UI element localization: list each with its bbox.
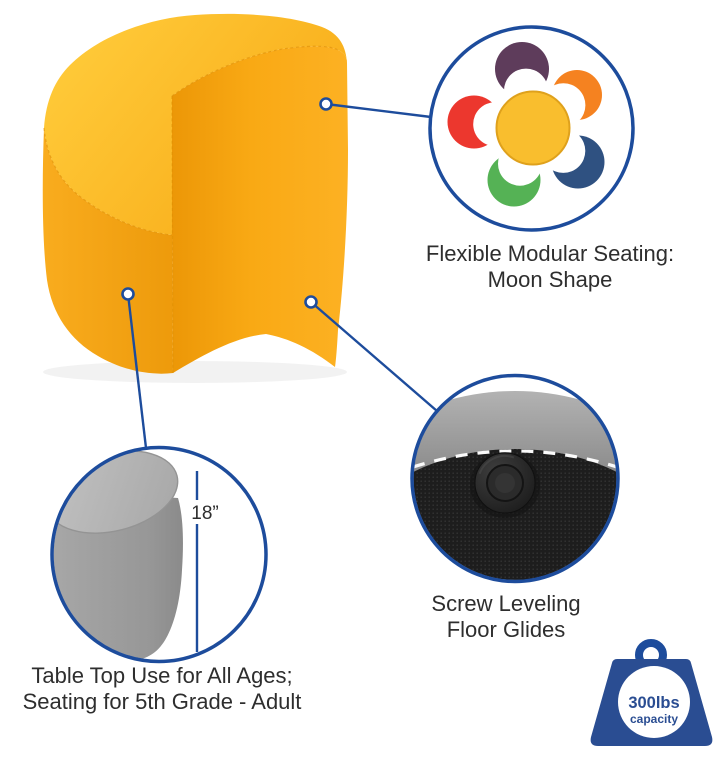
seam-front-vertical: [171, 95, 174, 374]
gray-seat-photo: [53, 450, 183, 660]
glide-highlight: [477, 455, 533, 511]
glide-center: [495, 473, 515, 493]
caption-line: Table Top Use for All Ages;: [31, 663, 293, 688]
moon-seat-top: [44, 13, 347, 236]
leader-line-glides: [310, 301, 438, 412]
callout-dots: [121, 97, 333, 309]
glides-feature-ring: [410, 373, 620, 584]
flower-center: [495, 90, 571, 166]
leader-line-height: [126, 293, 148, 449]
caption-line: Flexible Modular Seating:: [425, 241, 675, 266]
badge-value: 300lbs: [628, 694, 679, 712]
ground-shadow: [43, 361, 347, 383]
stitch-line: [413, 449, 617, 469]
gray-seat-side: [53, 490, 183, 660]
weight-capacity-icon: 300lbs capacity: [590, 639, 713, 746]
modular-flower-icon: [447, 42, 605, 207]
caption-modular-seating: Flexible Modular Seating: Moon Shape: [390, 241, 710, 293]
caption-table-top-use: Table Top Use for All Ages; Seating for …: [6, 663, 318, 715]
callout-dot: [121, 287, 135, 301]
caption-line: Floor Glides: [446, 617, 566, 642]
height-feature-ring: [50, 445, 268, 664]
seam-top-bite: [171, 45, 339, 97]
badge-label-disc: [618, 666, 690, 738]
moon-seat-left-side: [42, 128, 174, 374]
callout-dot: [304, 295, 318, 309]
seat-bottom-mesh: [413, 449, 617, 580]
moon-seat-product: [42, 13, 348, 383]
caption-line: Moon Shape: [487, 267, 613, 292]
modular-flower-feature: [428, 25, 635, 232]
badge-unit: capacity: [630, 712, 678, 726]
height-measurement: 18”: [191, 471, 219, 652]
height-value: 18”: [191, 503, 218, 524]
flower-feature-ring: [428, 25, 635, 232]
moon-seat-bite-side: [172, 46, 348, 373]
leader-lines: [126, 102, 438, 449]
caption-line: Screw Leveling: [431, 591, 581, 616]
caption-floor-glides: Screw Leveling Floor Glides: [396, 591, 616, 643]
leader-line-modular: [325, 102, 432, 119]
floor-glide-knob: [470, 452, 540, 518]
height-feature: 18”: [50, 445, 268, 664]
callout-dot: [319, 97, 333, 111]
caption-line: Seating for 5th Grade - Adult: [22, 689, 302, 714]
